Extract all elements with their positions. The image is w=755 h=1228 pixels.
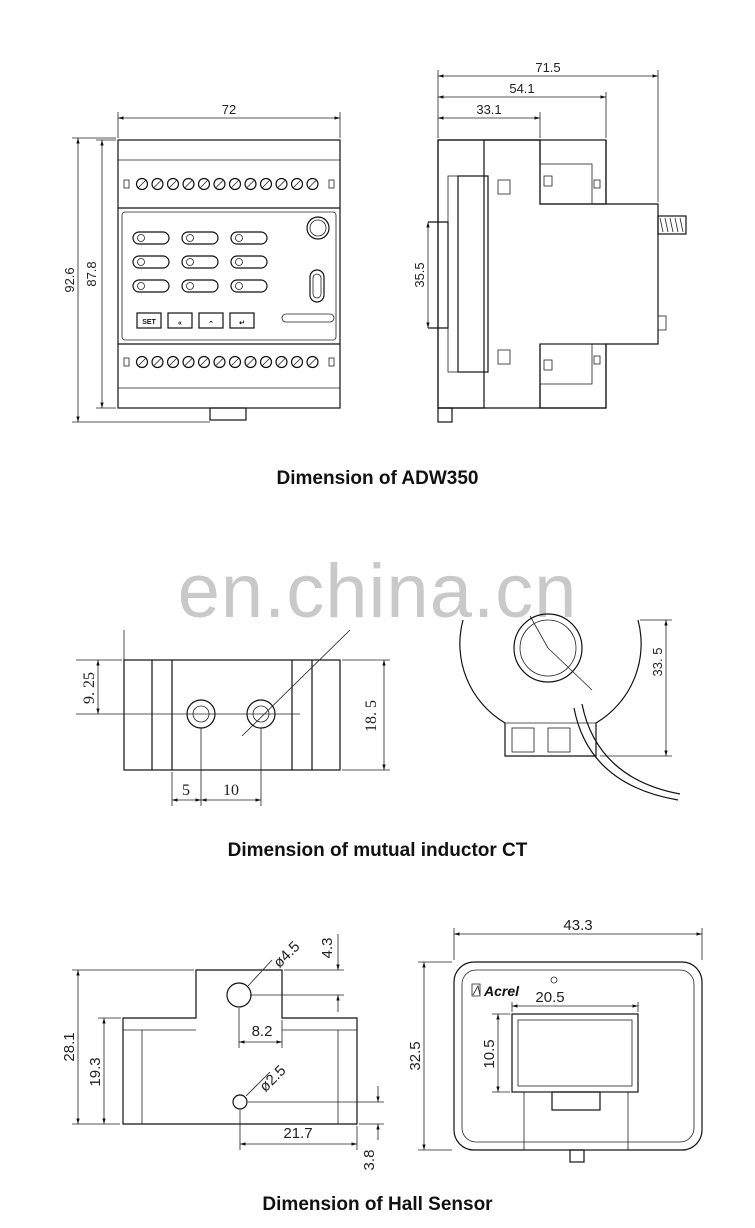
indicator-led [230, 231, 268, 245]
hall-side-view: Acrel 43.3 20.5 10.5 32.5 [407, 917, 703, 1163]
indicator-led [132, 279, 170, 293]
watermark: en.china.cn [177, 549, 578, 634]
terminal-screw-icon [151, 355, 164, 369]
svg-text:«: « [178, 320, 182, 327]
pin-icon [232, 1094, 248, 1110]
adw350-body-outline [117, 139, 341, 409]
back-button[interactable]: « [167, 312, 193, 329]
dim-width: 72 [222, 102, 236, 117]
top-terminal-row [123, 177, 335, 191]
terminal-screw-icon [290, 177, 304, 191]
indicator-led [132, 255, 170, 269]
dim-rail: 35.5 [412, 262, 427, 287]
terminal-screw-icon [166, 355, 180, 369]
terminal-screw-icon [306, 355, 319, 369]
indicator-led [230, 255, 268, 269]
indicator-led-grid [132, 231, 268, 293]
dim-hall-pin-dia: ø2.5 [256, 1062, 289, 1095]
dim-height-inner: 87.8 [84, 261, 99, 286]
acrel-logo: Acrel [471, 976, 558, 999]
dim-hall-height: 32.5 [407, 1041, 424, 1070]
dim-ct-offset: 9. 25 [81, 672, 98, 704]
dim-hall-hole-width: 8.2 [252, 1023, 273, 1040]
dim-hall-pin-y: 3.8 [361, 1150, 378, 1171]
up-button[interactable]: ⌃ [198, 312, 224, 329]
caption-hall: Dimension of Hall Sensor [262, 1194, 493, 1215]
oval-window [309, 269, 325, 303]
terminal-screw-icon [259, 355, 273, 369]
indicator-led [181, 255, 219, 269]
terminal-screw-icon [275, 177, 288, 191]
dim-ct-spacing: 10 [223, 782, 239, 799]
adw350-side-view: 71.5 54.1 33.1 35.5 [412, 60, 687, 423]
terminal-screw-icon [213, 355, 226, 369]
hall-front-view: 28.1 19.3 ø4.5 4.3 8.2 ø2.5 21.7 3.8 [61, 934, 384, 1170]
dim-hall-pin-x: 21.7 [283, 1125, 312, 1142]
card-slot [281, 313, 335, 323]
terminal-screw-icon [244, 177, 257, 191]
bottom-terminal-row [123, 355, 335, 369]
knob-icon [306, 216, 330, 240]
indicator-led [181, 231, 219, 245]
terminal-screw-icon [228, 355, 242, 369]
dim-hall-height-body: 19.3 [87, 1057, 104, 1086]
dim-depth-total: 71.5 [535, 60, 560, 75]
terminal-screw-icon [151, 177, 164, 191]
indicator-led [181, 279, 219, 293]
dim-hall-window-w: 20.5 [535, 989, 564, 1006]
adw350-front-view: SET « ⌃ ↵ 72 92.6 87.8 [62, 102, 341, 423]
terminal-screw-icon [244, 355, 257, 369]
dim-height-outer: 92.6 [62, 267, 77, 292]
dim-ct-height: 18. 5 [363, 700, 380, 732]
terminal-screw-icon [213, 177, 226, 191]
indicator-led [132, 231, 170, 245]
svg-text:⌃: ⌃ [208, 320, 214, 328]
svg-text:Acrel: Acrel [483, 983, 520, 999]
indicator-led [230, 279, 268, 293]
terminal-screw-icon [166, 177, 180, 191]
terminal-screw-icon [197, 177, 211, 191]
terminal-screw-icon [182, 177, 195, 191]
terminal-screw-icon [228, 177, 242, 191]
enter-button[interactable]: ↵ [229, 312, 255, 329]
terminal-screw-icon [306, 177, 319, 191]
dim-depth-front: 33.1 [476, 102, 501, 117]
ct-front-view: 9. 25 18. 5 5 10 [76, 629, 390, 806]
svg-text:↵: ↵ [239, 320, 245, 327]
dim-hall-hole-dia: ø4.5 [270, 938, 303, 971]
caption-ct: Dimension of mutual inductor CT [227, 840, 528, 861]
din-clip [209, 407, 247, 421]
terminal-screw-icon [135, 355, 149, 369]
terminal-screw-icon [259, 177, 273, 191]
mounting-hole-icon [226, 982, 252, 1008]
dim-hall-hole-offset: 4.3 [319, 938, 336, 959]
caption-adw350: Dimension of ADW350 [276, 468, 479, 489]
set-button[interactable]: SET [136, 312, 162, 329]
dim-depth-mid: 54.1 [509, 81, 534, 96]
dim-hall-height-total: 28.1 [61, 1032, 78, 1061]
front-panel [121, 211, 337, 341]
terminal-screw-icon [182, 355, 195, 369]
svg-text:SET: SET [142, 319, 156, 326]
dim-hall-window-h: 10.5 [481, 1039, 498, 1068]
ct-side-view: 33. 5 [459, 613, 681, 801]
terminal-screw-icon [275, 355, 288, 369]
dim-ct-edge: 5 [182, 782, 190, 799]
dim-ct-diameter: 33. 5 [650, 648, 665, 677]
terminal-screw-icon [290, 355, 304, 369]
antenna-connector [657, 215, 687, 235]
terminal-screw-icon [135, 177, 149, 191]
terminal-screw-icon [197, 355, 211, 369]
dim-hall-width: 43.3 [563, 917, 592, 934]
